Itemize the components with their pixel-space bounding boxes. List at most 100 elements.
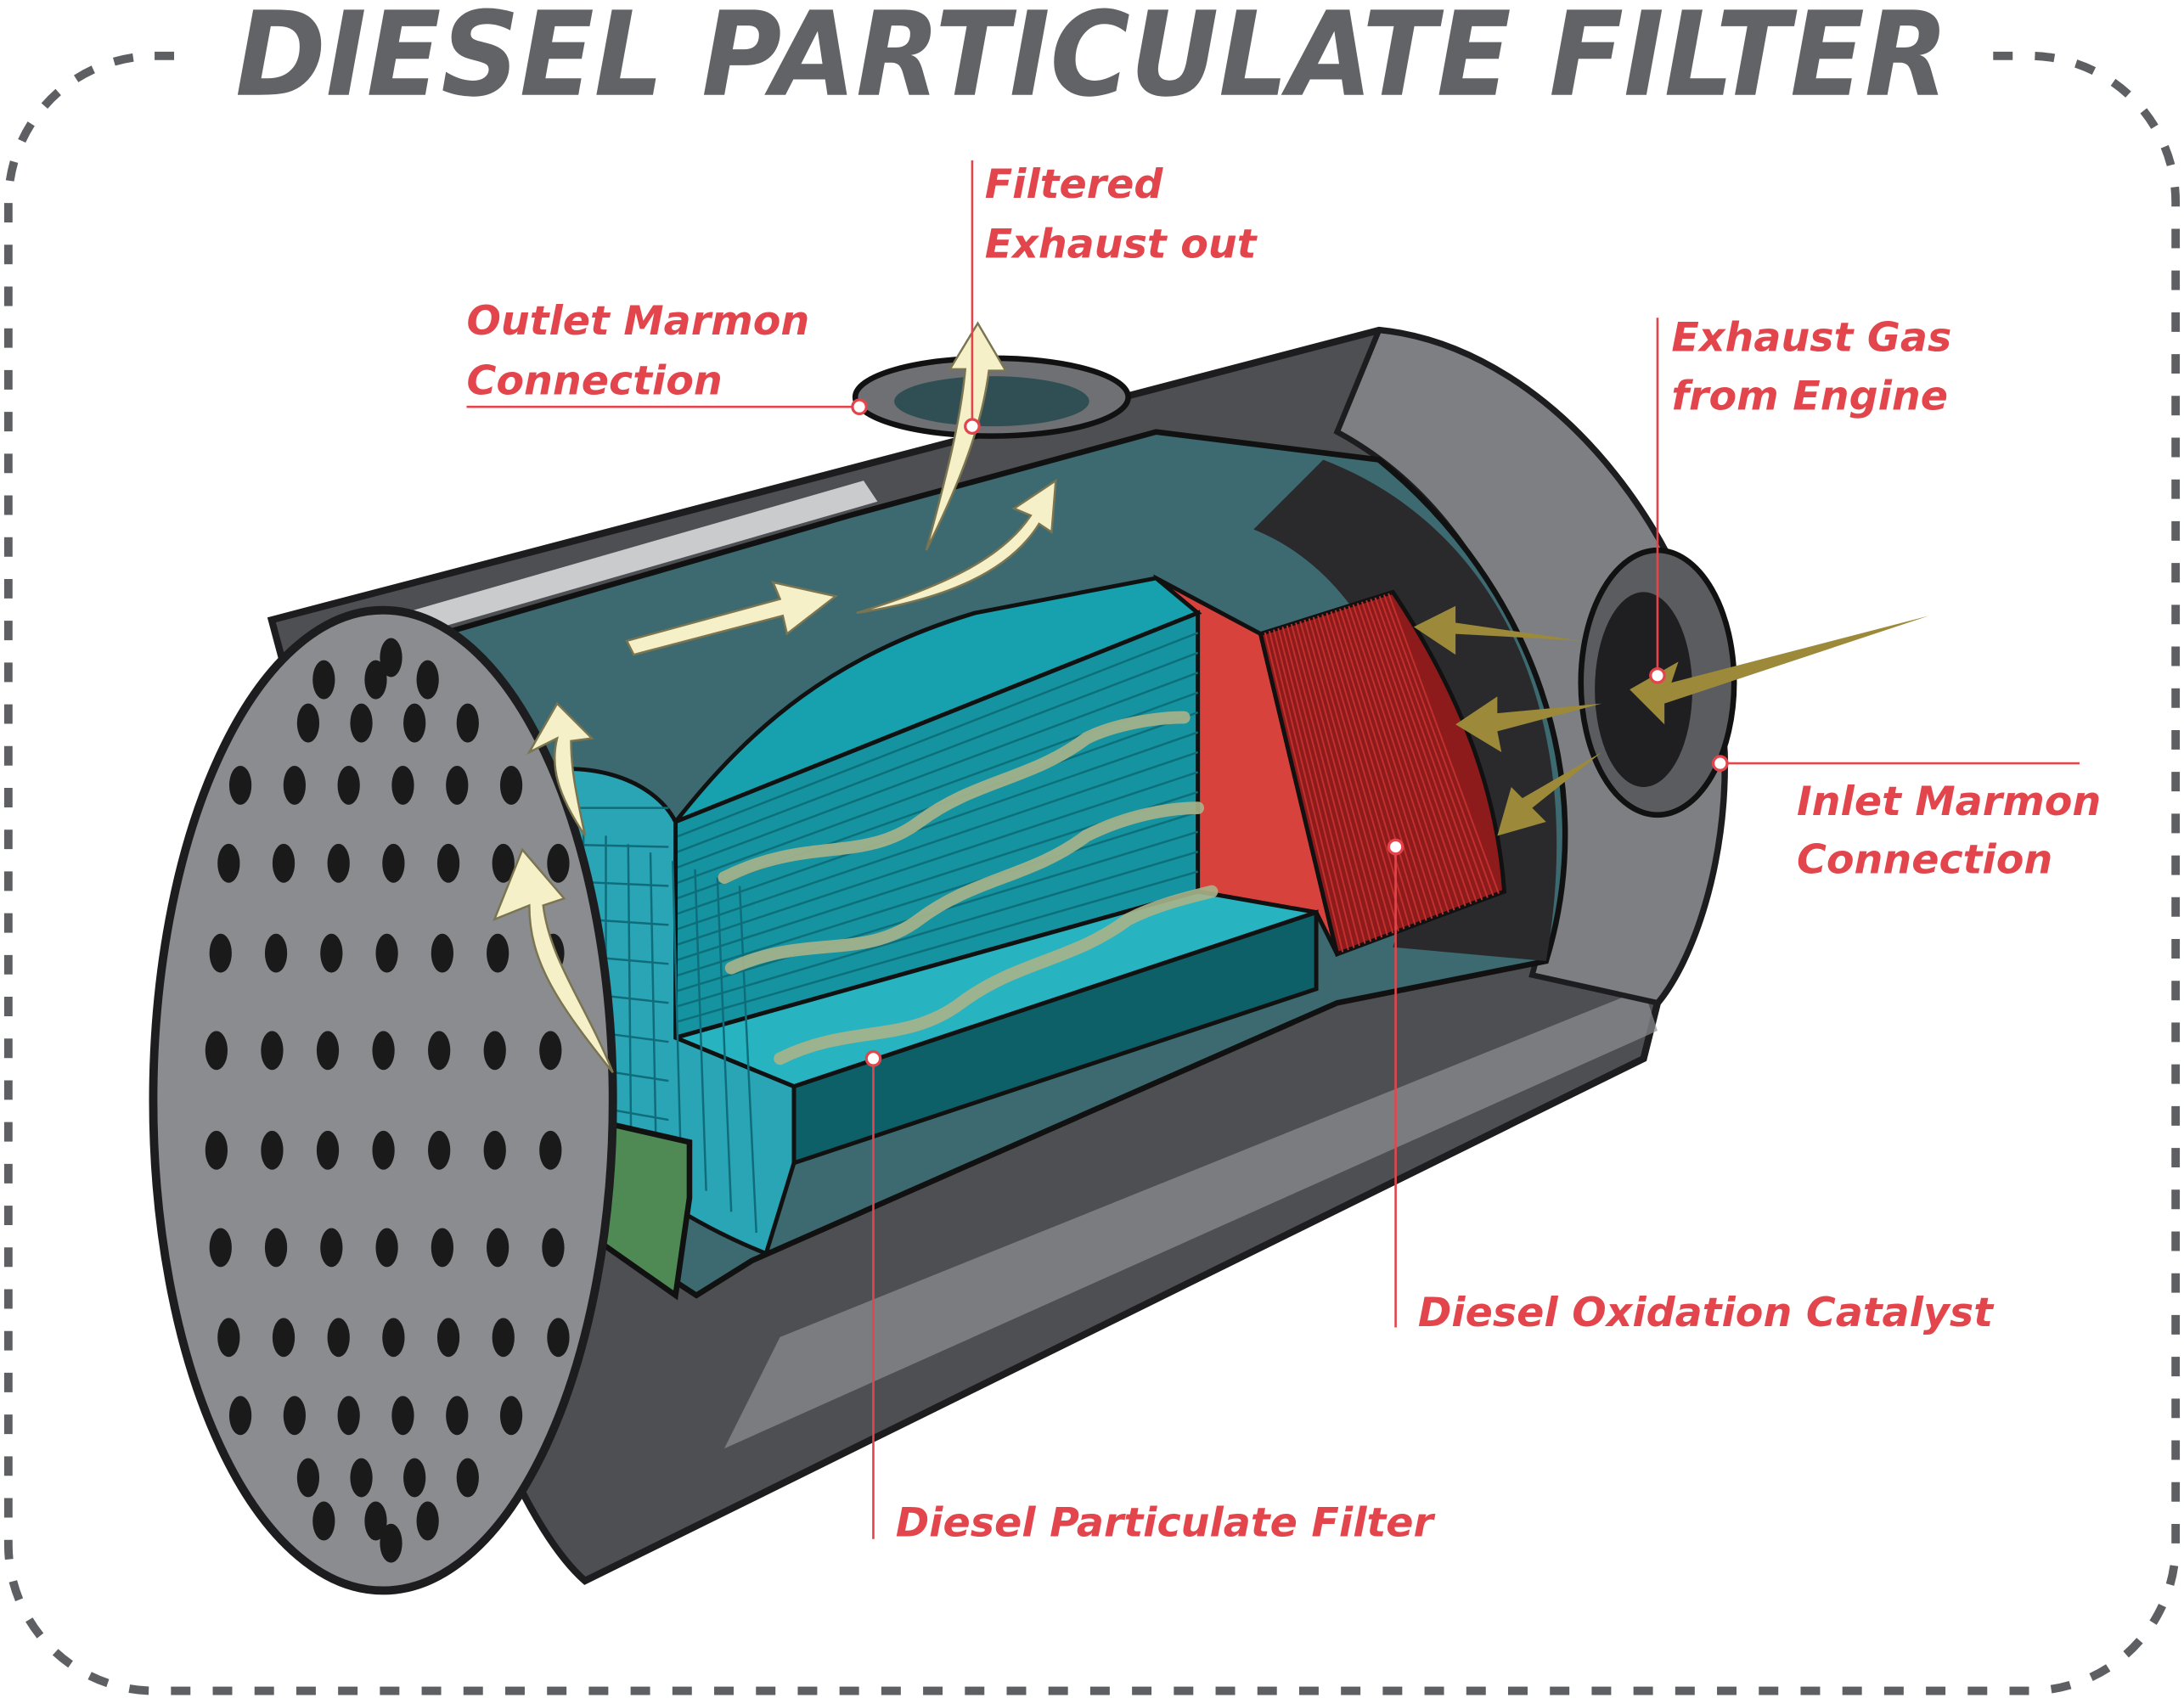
arrow-icon — [625, 581, 839, 656]
arrow-icon — [1630, 616, 1929, 725]
title-backdrop — [194, 0, 1992, 112]
label-exhaust-gas-line1: Exhaust Gas — [1671, 315, 1951, 362]
leader-lines — [466, 160, 2080, 1539]
perforation-hole — [428, 1031, 451, 1071]
arrow-icon — [925, 321, 1008, 551]
dpf-channel-line — [675, 672, 1199, 869]
perforation-hole — [487, 933, 509, 973]
perforation-hole — [539, 1031, 562, 1071]
perforation-hole — [542, 1228, 565, 1268]
doc-channel-line — [1378, 595, 1489, 898]
dpf-block-top — [668, 576, 1202, 827]
doc-channel-line — [1321, 614, 1416, 925]
perforation-hole — [327, 843, 350, 883]
doc-channel-line — [1343, 607, 1444, 915]
perforation-hole — [316, 1130, 340, 1170]
perforation-hole — [492, 843, 515, 883]
label-outlet-marmon-line2: Connection — [467, 357, 723, 404]
doc-channel-line — [1356, 603, 1461, 909]
dpf-illustration — [149, 321, 1929, 1595]
doc-channel-line — [1370, 599, 1478, 902]
raw-exhaust-arrows — [1413, 605, 1929, 836]
label-filtered-exhaust-line2: Exhaust out — [985, 222, 1258, 268]
perforation-hole — [205, 1031, 228, 1071]
doc-channel-line — [1281, 627, 1366, 944]
doc-channel-line — [1312, 616, 1405, 930]
perforation-hole — [380, 638, 402, 678]
doc-channel-line — [1286, 625, 1372, 942]
perforation-hole — [312, 660, 335, 700]
outlet-pipe-opening — [894, 376, 1089, 427]
label-inlet-marmon-line1: Inlet Marmon — [1797, 779, 2101, 825]
perforation-hole — [483, 1130, 506, 1170]
perforation-hole — [264, 1228, 288, 1268]
perforation-hole — [436, 1318, 460, 1358]
perforation-hole — [261, 1130, 284, 1170]
perforation-hole — [217, 843, 240, 883]
perforation-hole — [403, 1458, 426, 1498]
doc-channel-line — [1326, 612, 1422, 924]
perforated-end-cap — [149, 605, 617, 1595]
perforation-hole — [483, 1031, 506, 1071]
perforation-hole — [320, 933, 343, 973]
flow-wave-arrows — [718, 711, 1219, 1065]
perforation-hole — [261, 1031, 284, 1071]
perforation-hole — [547, 843, 570, 883]
doc-channel-line — [1365, 599, 1472, 905]
perforation-hole — [272, 1318, 296, 1358]
perforation-holes — [205, 638, 570, 1563]
arrow-icon — [1497, 751, 1602, 836]
label-diesel-particulate-filter: Diesel Particulate Filter — [896, 1499, 1436, 1546]
doc-channel-line — [1295, 622, 1383, 938]
doc-channel-line — [1277, 627, 1360, 947]
perforation-hole — [316, 1031, 340, 1071]
doc-channel-line — [1268, 631, 1349, 951]
perforation-hole — [350, 1458, 373, 1498]
label-filtered-exhaust-line1: Filtered — [985, 161, 1164, 208]
perforation-hole — [539, 1130, 562, 1170]
perforation-hole — [446, 765, 469, 805]
dpf-channel-line — [675, 751, 1199, 931]
doc-channel-line — [1290, 623, 1377, 940]
doc-channels — [1264, 593, 1500, 953]
dpf-channel-line — [675, 870, 1199, 1024]
doc-channel-line — [1308, 618, 1399, 932]
doc-channel-line — [1334, 610, 1433, 919]
grid-line — [649, 852, 657, 1150]
perforation-hole — [547, 1318, 570, 1358]
perforation-hole — [337, 765, 360, 805]
grid-line — [694, 869, 707, 1191]
perforation-hole — [416, 660, 439, 700]
label-outlet-marmon-line1: Outlet Marmon — [467, 298, 810, 345]
doc-channel-line — [1303, 619, 1394, 934]
doc-channel-line — [1382, 594, 1494, 897]
clean-exhaust-arrows — [493, 321, 1057, 1074]
perforation-hole — [327, 1318, 350, 1358]
dpf-channel-line — [675, 811, 1199, 977]
perforation-hole — [456, 703, 479, 743]
perforation-hole — [217, 1318, 240, 1358]
perforation-hole — [283, 1396, 306, 1436]
perforation-hole — [272, 843, 296, 883]
doc-channel-line — [1273, 629, 1355, 948]
dpf-channel-line — [675, 632, 1199, 839]
grid-line — [716, 877, 733, 1212]
perforation-hole — [283, 765, 306, 805]
label-diesel-oxidation-catalyst: Diesel Oxidation Catalyst — [1418, 1290, 1995, 1336]
arrow-icon — [1413, 605, 1581, 655]
arrow-icon — [856, 478, 1057, 615]
perforation-hole — [499, 1396, 523, 1436]
perforation-hole — [391, 765, 414, 805]
doc-channel-line — [1374, 597, 1483, 901]
doc-channel-line — [1339, 608, 1438, 917]
perforation-hole — [296, 703, 320, 743]
arrow-icon — [526, 701, 594, 837]
perforation-hole — [428, 1130, 451, 1170]
perforation-hole — [337, 1396, 360, 1436]
perforation-hole — [446, 1396, 469, 1436]
label-inlet-marmon-line2: Connection — [1797, 837, 2052, 884]
perforation-hole — [364, 1501, 387, 1541]
perforation-hole — [492, 1318, 515, 1358]
doc-channel-line — [1330, 611, 1427, 921]
